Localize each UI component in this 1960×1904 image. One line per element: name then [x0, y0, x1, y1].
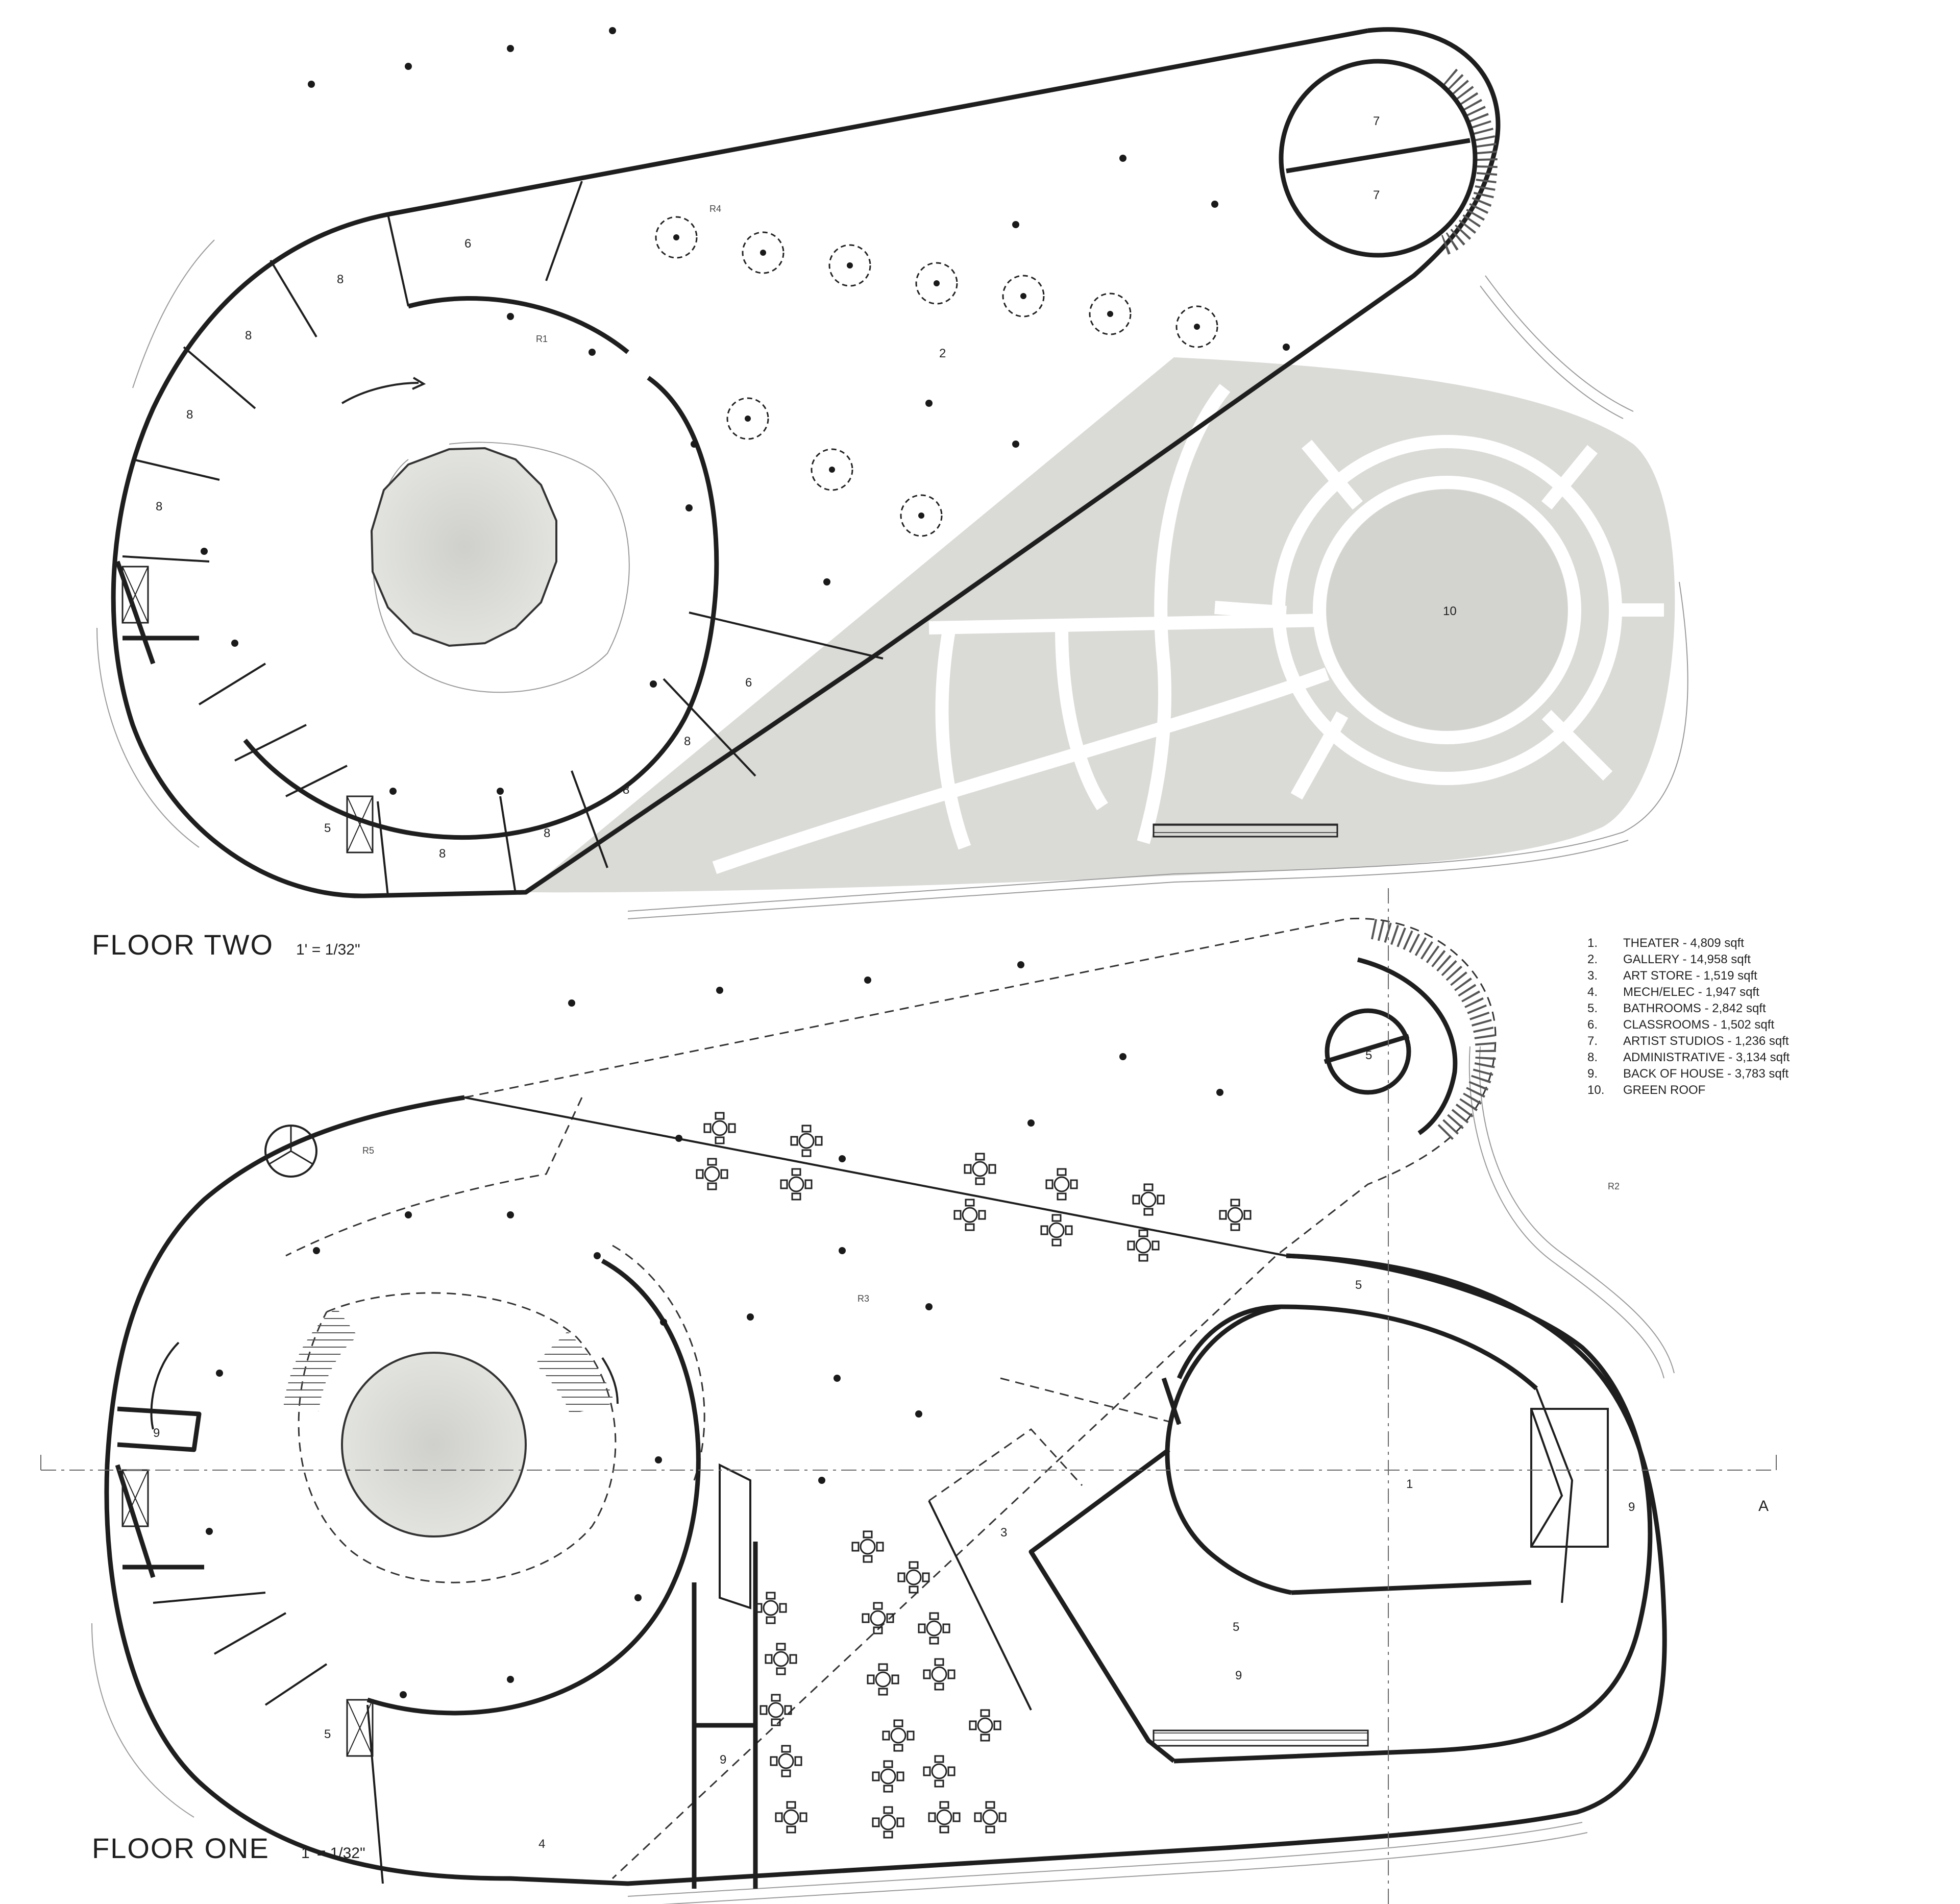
- room-number: 8: [156, 500, 162, 514]
- entry-stair: [1370, 919, 1496, 1141]
- floor-one-title: FLOOR ONE: [92, 1832, 270, 1864]
- room-number: 7: [1373, 188, 1380, 202]
- boh-wall: [1028, 1448, 1175, 1763]
- art-store-wall: [928, 1500, 1032, 1711]
- theater-seating-wall: [1165, 1304, 1292, 1595]
- legend-text: ADMINISTRATIVE - 3,134 sqft: [1623, 1051, 1790, 1064]
- room-number: 9: [1628, 1500, 1635, 1514]
- floor-one-plan: 1 3 4 5 5 5 5 9 9 9 9 R2 R3 R5: [91, 917, 1675, 1904]
- legend-text: GREEN ROOF: [1623, 1083, 1705, 1097]
- room-number: 8: [337, 273, 344, 286]
- floor-one-scale: 1' = 1/32": [301, 1845, 365, 1862]
- legend-number: 8.: [1587, 1051, 1598, 1064]
- elevator-icon: [346, 1699, 374, 1757]
- floor-two-outer-wall: [111, 27, 1501, 898]
- legend-text: CLASSROOMS - 1,502 sqft: [1623, 1018, 1774, 1032]
- view-marker: R5: [362, 1145, 374, 1156]
- room-number: 10: [1443, 604, 1457, 618]
- room-number: 1: [1406, 1477, 1413, 1491]
- boh-core-walls: [692, 1542, 758, 1889]
- room-number: 5: [1365, 1048, 1372, 1062]
- room-number: 8: [623, 783, 629, 797]
- room-number: 6: [745, 676, 752, 690]
- floor-two-title: FLOOR TWO: [92, 929, 274, 961]
- atrium-void: [370, 447, 557, 647]
- elevator-icon: [346, 795, 374, 853]
- legend-number: 1.: [1587, 936, 1598, 950]
- legend-text: MECH/ELEC - 1,947 sqft: [1623, 985, 1759, 999]
- stage: [1530, 1408, 1609, 1548]
- room-number: 8: [186, 408, 193, 422]
- room-number: 7: [1373, 114, 1380, 128]
- legend-text: THEATER - 4,809 sqft: [1623, 936, 1744, 950]
- legend-number: 4.: [1587, 985, 1598, 999]
- room-number: 8: [439, 847, 446, 861]
- studio-tower: [1279, 59, 1478, 258]
- room-number: 5: [1355, 1278, 1362, 1292]
- floor-two-partitions: [115, 181, 884, 896]
- view-marker: R4: [709, 204, 721, 214]
- floor-two-columns: [201, 27, 1290, 795]
- legend-text: ARTIST STUDIOS - 1,236 sqft: [1623, 1034, 1789, 1048]
- floor-two-scale: 1' = 1/32": [296, 941, 360, 958]
- view-marker: R3: [857, 1293, 869, 1304]
- legend-text: GALLERY - 14,958 sqft: [1623, 953, 1751, 966]
- terrace-edge: [1480, 285, 1624, 419]
- upper-floor-dashed-outline: [464, 917, 1497, 1879]
- room-number: 8: [245, 329, 252, 343]
- ramp-arrow: [341, 382, 419, 404]
- gallery-glazing: [464, 1096, 1287, 1257]
- gallery-trees: [655, 216, 1218, 537]
- room-number: 8: [684, 735, 691, 748]
- section-label-a: A: [1758, 1498, 1769, 1515]
- room-number: 9: [1235, 1669, 1242, 1682]
- legend-text: BACK OF HOUSE - 3,783 sqft: [1623, 1067, 1788, 1081]
- atrium-stair: [534, 1331, 615, 1415]
- floor-one-left-core: [115, 1341, 384, 1884]
- view-marker: R2: [1608, 1181, 1620, 1191]
- elevator-icon: [121, 566, 149, 624]
- theater-outer: [1173, 1253, 1653, 1764]
- room-legend: 1. THEATER - 4,809 sqft 2. GALLERY - 14,…: [1587, 936, 1790, 1097]
- rotunda-restroom: [1325, 1008, 1411, 1095]
- atrium-stair-ring: [372, 442, 630, 693]
- legend-number: 7.: [1587, 1034, 1598, 1048]
- green-roof-center: [1327, 490, 1567, 730]
- legend-number: 3.: [1587, 969, 1598, 983]
- floor-two-plan: 2 7 7 10 6 6 8 8 8 8 8 8 8 8 5 R1 R4: [96, 27, 1688, 919]
- atrium-dashed: [298, 1292, 617, 1583]
- room-number: 9: [153, 1426, 160, 1440]
- room-number: 5: [324, 821, 331, 835]
- floor-one-core-wall: [366, 1259, 701, 1716]
- room-number: 6: [464, 237, 471, 251]
- room-number: 3: [1000, 1526, 1007, 1540]
- green-roof-paths: [712, 383, 1664, 874]
- floor-one-columns: [206, 961, 1223, 1698]
- legend-number: 6.: [1587, 1018, 1598, 1032]
- legend-text: BATHROOMS - 2,842 sqft: [1623, 1002, 1766, 1015]
- theater-stair: [1153, 1729, 1369, 1747]
- cafe-tables: [696, 1112, 1252, 1839]
- legend-number: 9.: [1587, 1067, 1598, 1081]
- room-number: 2: [939, 347, 946, 360]
- legend-text: ART STORE - 1,519 sqft: [1623, 969, 1757, 983]
- room-number: 5: [324, 1727, 331, 1741]
- room-number: 4: [538, 1837, 545, 1851]
- room-number: 5: [1233, 1620, 1239, 1634]
- legend-number: 5.: [1587, 1002, 1598, 1015]
- room-number: 9: [720, 1753, 726, 1767]
- atrium-void: [341, 1352, 527, 1537]
- legend-number: 2.: [1587, 953, 1598, 966]
- section-cut-lines: A B: [40, 888, 1777, 1904]
- view-marker: R1: [536, 334, 548, 344]
- core-ring-wall: [243, 376, 719, 840]
- roof-stair: [1153, 823, 1338, 838]
- legend-number: 10.: [1587, 1083, 1604, 1097]
- floor-one-outer-wall: [104, 1095, 1667, 1886]
- room-number: 8: [544, 826, 550, 840]
- ramp-arrow: [601, 1357, 619, 1404]
